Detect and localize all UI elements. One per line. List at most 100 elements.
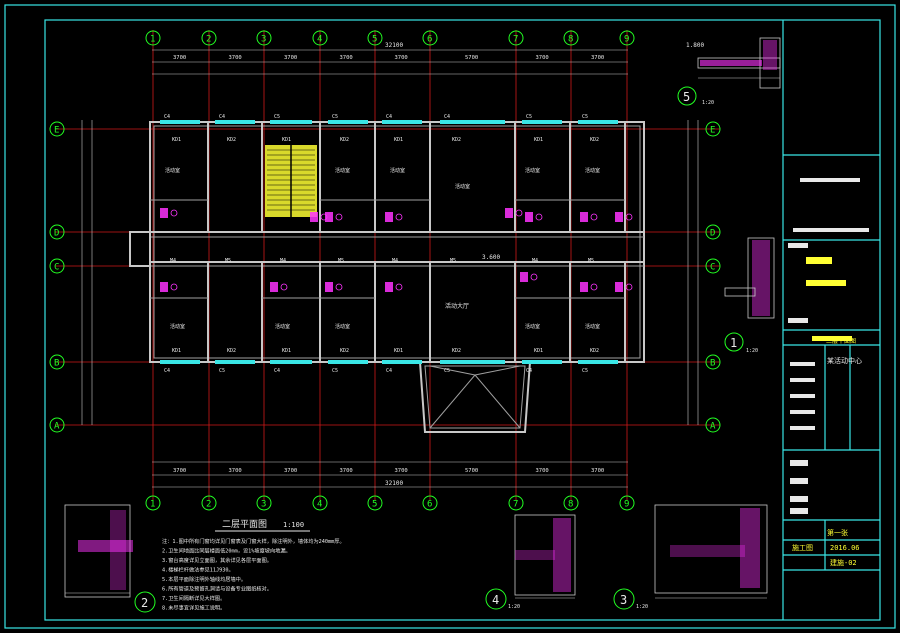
room-label: 活动室 bbox=[335, 323, 350, 330]
detail-scale-5: 1:20 bbox=[702, 100, 714, 106]
window-bottom bbox=[160, 360, 200, 364]
window-code: C4 bbox=[444, 114, 450, 120]
detail-number: 5 bbox=[683, 90, 690, 104]
axis-bubble bbox=[508, 495, 524, 511]
span-dim-label: 3700 bbox=[395, 468, 408, 474]
plan-scale: 1:100 bbox=[283, 521, 304, 529]
window-bottom bbox=[522, 360, 562, 364]
window-code: C5 bbox=[526, 114, 532, 120]
note-line: 注：1.图中所有门窗均详见门窗表及门窗大样，除注明外，墙体均为240mm厚。 bbox=[162, 537, 345, 545]
axis-label-top: 2 bbox=[206, 35, 211, 45]
door-code: M5 bbox=[450, 258, 456, 264]
toilet-fixture bbox=[160, 282, 168, 292]
note-line: 2.卫生间地面比同层楼面低20mm，设1%坡度坡向地漏。 bbox=[162, 547, 291, 555]
axis-label-side: E bbox=[710, 126, 715, 136]
detail-scale-1: 1:20 bbox=[746, 348, 758, 354]
window-top bbox=[160, 120, 200, 124]
axis-bubble bbox=[49, 417, 65, 433]
axis-bubble bbox=[563, 495, 579, 511]
axis-label-top: 2 bbox=[206, 500, 211, 510]
axis-bubble bbox=[563, 30, 579, 46]
axis-bubble bbox=[508, 30, 524, 46]
windows: C4C4KD1KD1M4C4C5KD2KD2M5C5C4KD1KD1M4C5C5… bbox=[160, 114, 618, 374]
title-block-sheet: 建施-02 bbox=[830, 558, 857, 567]
axis-label-top: 3 bbox=[261, 35, 266, 45]
detail-number: 1 bbox=[730, 336, 737, 350]
toilet-fixture bbox=[270, 282, 278, 292]
title-block-date: 2016.06 bbox=[830, 544, 860, 552]
axis-label-side: D bbox=[710, 229, 715, 239]
door-code: KD1 bbox=[534, 137, 543, 143]
axis-label-side: C bbox=[710, 263, 715, 273]
window-bottom bbox=[382, 360, 422, 364]
building-walls bbox=[129, 121, 645, 433]
level-mark-corridor: 3.600 bbox=[482, 254, 500, 261]
axis-bubble bbox=[49, 258, 65, 274]
toilet-fixture bbox=[325, 282, 333, 292]
detail-4 bbox=[485, 514, 576, 610]
plan-title: 二层平面图 bbox=[222, 519, 267, 530]
axis-bubble bbox=[49, 354, 65, 370]
axis-bubble bbox=[619, 495, 635, 511]
room-labels: 活动室活动室活动室活动室活动室活动室活动室活动室活动室活动室活动室 bbox=[165, 167, 600, 330]
axis-bubble bbox=[422, 30, 438, 46]
axis-label-top: 8 bbox=[568, 500, 573, 510]
span-dim-label: 3700 bbox=[284, 55, 297, 61]
door-code: KD2 bbox=[452, 137, 461, 143]
axis-bubble bbox=[201, 30, 217, 46]
note-line: 8.未尽事宜详见施工说明。 bbox=[162, 604, 225, 612]
door-code: KD1 bbox=[282, 137, 291, 143]
span-dim-label: 5700 bbox=[465, 55, 478, 61]
axis-bubble bbox=[312, 495, 328, 511]
door-code: M4 bbox=[280, 258, 286, 264]
toilet-fixture bbox=[580, 212, 588, 222]
door-code: KD2 bbox=[340, 348, 349, 354]
room-label: 活动室 bbox=[525, 323, 540, 330]
axis-label-top: 4 bbox=[317, 500, 322, 510]
room-label: 活动室 bbox=[585, 323, 600, 330]
axis-bubble bbox=[422, 495, 438, 511]
title-block-drawing: 二层平面图 bbox=[826, 338, 856, 345]
inner-frame bbox=[44, 19, 881, 621]
axis-label-side: E bbox=[54, 126, 59, 136]
room-label: 活动室 bbox=[390, 167, 405, 174]
span-dim-label: 3700 bbox=[536, 468, 549, 474]
axis-bubble bbox=[705, 354, 721, 370]
axis-bubble bbox=[145, 30, 161, 46]
detail-number: 4 bbox=[492, 593, 499, 607]
axis-label-top: 3 bbox=[261, 500, 266, 510]
axis-label-top: 5 bbox=[372, 500, 377, 510]
window-top bbox=[578, 120, 618, 124]
general-notes: 注：1.图中所有门窗均详见门窗表及门窗大样，除注明外，墙体均为240mm厚。 2.… bbox=[162, 537, 345, 612]
span-dim-label: 3700 bbox=[229, 468, 242, 474]
window-code: C5 bbox=[332, 114, 338, 120]
toilet-fixture bbox=[520, 272, 528, 282]
door-code: M5 bbox=[338, 258, 344, 264]
door-code: KD2 bbox=[227, 348, 236, 354]
window-code: C5 bbox=[582, 114, 588, 120]
door-code: M4 bbox=[170, 258, 176, 264]
window-top bbox=[382, 120, 422, 124]
axis-label-side: D bbox=[54, 229, 59, 239]
axis-grid bbox=[55, 30, 720, 500]
toilet-fixture bbox=[615, 282, 623, 292]
room-label: 活动室 bbox=[335, 167, 350, 174]
title-block-phase: 施工图 bbox=[792, 543, 813, 552]
title-block-sheet-count: 第一张 bbox=[827, 528, 848, 537]
detail-3 bbox=[613, 504, 768, 610]
span-dim-label: 3700 bbox=[591, 55, 604, 61]
span-dim-label: 3700 bbox=[340, 468, 353, 474]
door-code: KD1 bbox=[282, 348, 291, 354]
window-code: C4 bbox=[386, 114, 392, 120]
window-bottom bbox=[578, 360, 618, 364]
room-label: 活动室 bbox=[455, 183, 470, 190]
axis-label-top: 6 bbox=[427, 500, 432, 510]
axis-bubble bbox=[705, 258, 721, 274]
room-label-hall: 活动大厅 bbox=[445, 302, 469, 310]
door-code: KD1 bbox=[394, 137, 403, 143]
axis-label-top: 8 bbox=[568, 35, 573, 45]
title-block-project: 某活动中心 bbox=[827, 356, 862, 365]
overall-dim-bottom: 32100 bbox=[385, 480, 403, 487]
toilet-fixture bbox=[325, 212, 333, 222]
